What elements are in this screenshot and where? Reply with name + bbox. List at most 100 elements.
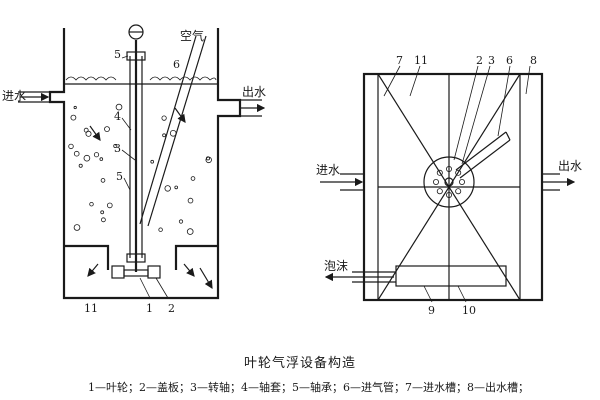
- disc-hole: [455, 188, 462, 195]
- side-inlet-label: 进水: [2, 89, 26, 103]
- disc-hole: [445, 165, 452, 172]
- callout-3-plan: 3: [488, 54, 495, 67]
- disc-hole: [445, 191, 452, 198]
- impeller-right: [147, 265, 161, 279]
- leader: [457, 285, 467, 303]
- foam-trough: [395, 265, 507, 287]
- impeller-left: [111, 265, 125, 279]
- disc-hole: [458, 178, 465, 185]
- outlet-pipe: [240, 99, 262, 117]
- tank-wall: [48, 28, 242, 300]
- partition-plate: [64, 244, 218, 270]
- callout-5-low: 5: [116, 170, 123, 183]
- bubble: [107, 202, 113, 209]
- callout-2: 2: [168, 302, 175, 315]
- plan-view: 进水 出水 泡沫 7 11 2 3 6 8 9 10: [316, 54, 582, 317]
- plan-air-pipe: [455, 131, 507, 171]
- flow-arrow: [89, 125, 101, 141]
- callout-7: 7: [396, 54, 403, 67]
- leader: [139, 277, 151, 299]
- callout-2-plan: 2: [476, 54, 483, 67]
- air-label: 空气: [180, 28, 204, 43]
- leader: [525, 65, 531, 95]
- impeller-hub: [123, 269, 149, 277]
- bubble: [115, 103, 123, 111]
- plan-outlet-label: 出水: [558, 159, 582, 173]
- disc-holes: [432, 165, 465, 198]
- flow-arrow: [87, 263, 99, 277]
- bubble: [190, 176, 196, 181]
- leader: [121, 55, 129, 59]
- bubble: [161, 115, 167, 121]
- callout-11: 11: [84, 302, 98, 315]
- side-view: 进水 出水 空气: [2, 24, 266, 315]
- leader: [121, 149, 136, 161]
- bubble: [89, 201, 94, 207]
- callout-8: 8: [530, 54, 537, 67]
- foam-label: 泡沫: [324, 259, 348, 273]
- leader: [121, 117, 132, 131]
- leader: [423, 285, 433, 303]
- flow-arrow: [199, 267, 213, 290]
- leader: [461, 65, 491, 165]
- bubble: [162, 133, 167, 138]
- bubble: [158, 227, 163, 232]
- bubble: [186, 228, 194, 235]
- callout-6-plan: 6: [506, 54, 513, 67]
- disc-hole: [432, 178, 439, 185]
- impeller-disc: [423, 156, 475, 208]
- bubble: [85, 130, 92, 137]
- bubble: [187, 197, 194, 204]
- inlet-pipe: [18, 91, 50, 103]
- bubble-field: [68, 103, 212, 235]
- bubble: [73, 224, 81, 231]
- leader: [453, 65, 479, 161]
- flow-arrow: [183, 263, 195, 277]
- bubble: [104, 126, 110, 133]
- disc-hole: [436, 169, 443, 176]
- flow-arrow: [174, 107, 186, 123]
- bubble: [73, 150, 80, 157]
- bubble: [174, 185, 179, 190]
- bubble: [205, 156, 212, 164]
- figure-legend: 1—叶轮；2—盖板；3—转轴；4—轴套；5—轴承；6—进气管；7—进水槽；8—出…: [88, 381, 529, 394]
- leader: [383, 65, 401, 97]
- plan-tank-outline: [362, 72, 544, 302]
- shaft-center: [444, 177, 454, 187]
- plan-inlet-pipe: [340, 173, 364, 191]
- disc-hole: [436, 188, 443, 195]
- callout-10: 10: [462, 304, 476, 317]
- bubble: [83, 154, 91, 162]
- bubble: [113, 143, 118, 148]
- leader: [123, 177, 131, 191]
- bubble: [101, 217, 106, 223]
- callout-4: 4: [114, 110, 121, 123]
- leader: [409, 65, 421, 97]
- bubble: [100, 210, 105, 215]
- callout-5-top: 5: [114, 48, 121, 61]
- callout-6: 6: [173, 58, 180, 71]
- plan-air-pipe: [459, 139, 511, 179]
- bubble: [70, 114, 77, 121]
- bubble: [100, 178, 106, 183]
- callout-3: 3: [114, 142, 121, 155]
- callout-11-plan: 11: [414, 54, 428, 67]
- figure-caption: 叶轮气浮设备构造: [243, 356, 356, 371]
- froth-layer: [65, 76, 217, 81]
- bubble: [73, 105, 77, 110]
- callout-9: 9: [428, 304, 435, 317]
- bubble: [93, 152, 100, 158]
- leader: [497, 65, 511, 137]
- foam-pipe: [352, 271, 396, 283]
- bubble: [164, 185, 171, 192]
- plan-air-pipe-end: [505, 131, 511, 141]
- callout-1: 1: [146, 302, 153, 315]
- bubble: [99, 157, 104, 161]
- plan-inlet-label: 进水: [316, 163, 340, 177]
- bubble: [178, 219, 184, 224]
- air-pipe-inner: [139, 35, 197, 225]
- side-outlet-label: 出水: [242, 85, 266, 99]
- bubble: [68, 143, 74, 150]
